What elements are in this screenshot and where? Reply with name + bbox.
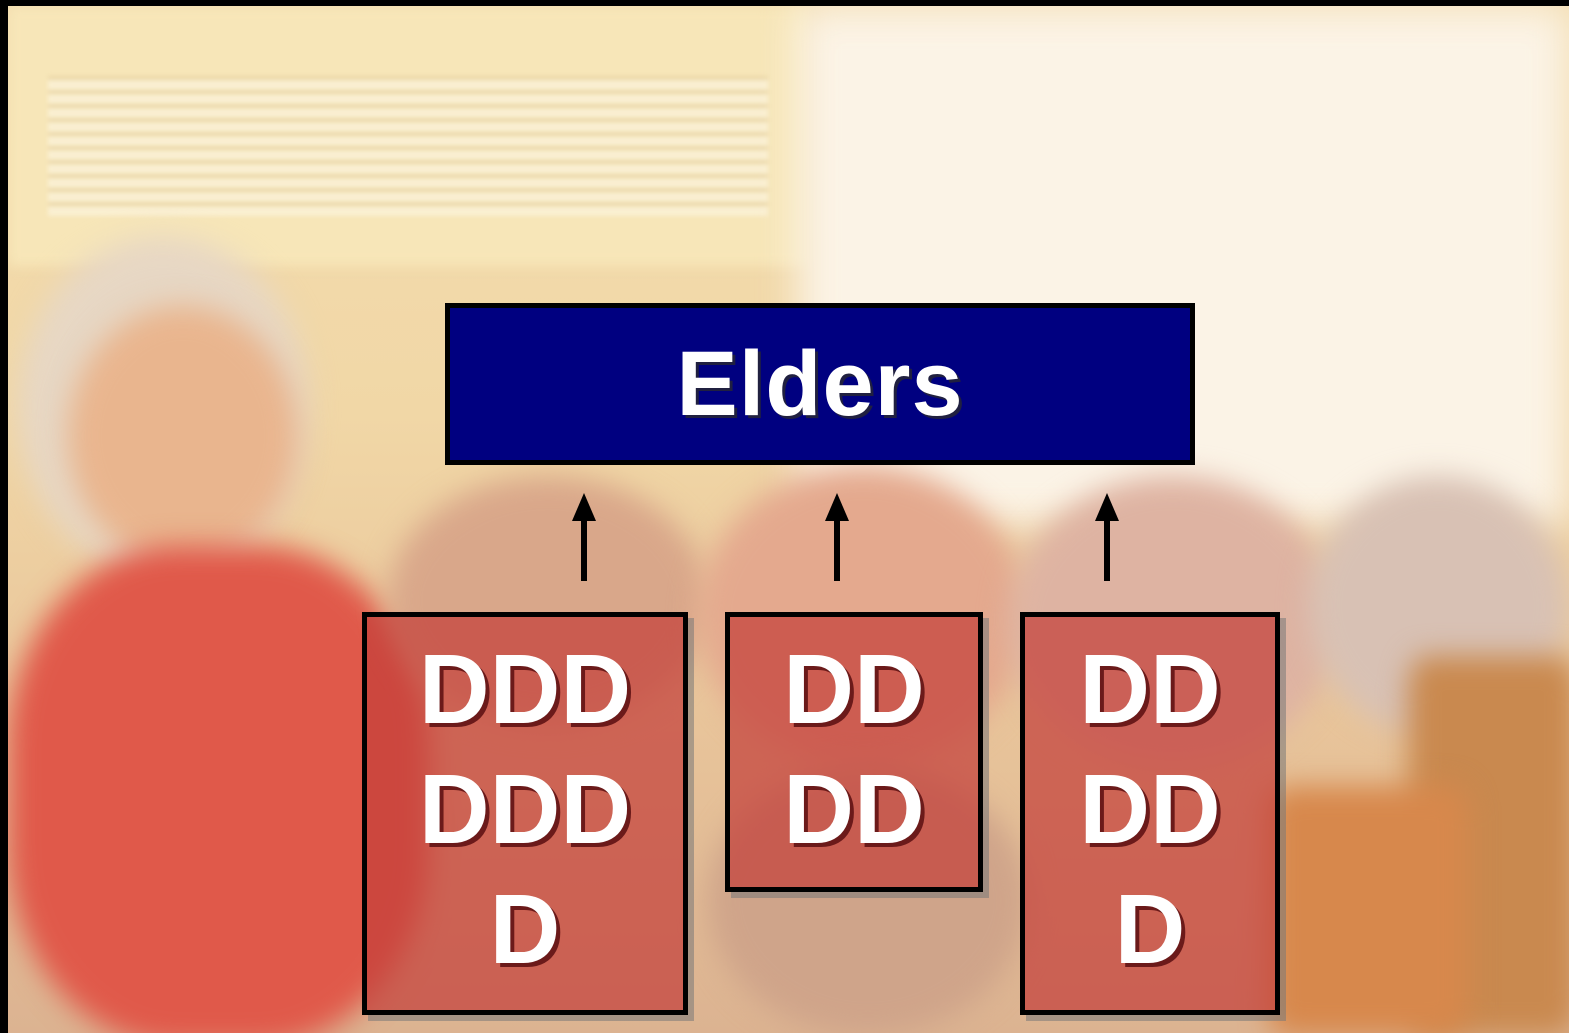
arrow-up-1 xyxy=(572,493,596,581)
unit-box-3: DD DD D xyxy=(1020,612,1280,1015)
unit-label-1: DDD DDD D xyxy=(418,634,632,984)
elders-box: Elders xyxy=(445,303,1195,465)
unit-box-2: DD DD xyxy=(725,612,983,892)
unit-box-1: DDD DDD D xyxy=(362,612,688,1015)
arrow-up-3 xyxy=(1095,493,1119,581)
arrow-up-2 xyxy=(825,493,849,581)
elders-title: Elders xyxy=(676,332,964,435)
unit-label-3: DD DD D xyxy=(1079,634,1221,984)
unit-label-2: DD DD xyxy=(783,634,925,864)
